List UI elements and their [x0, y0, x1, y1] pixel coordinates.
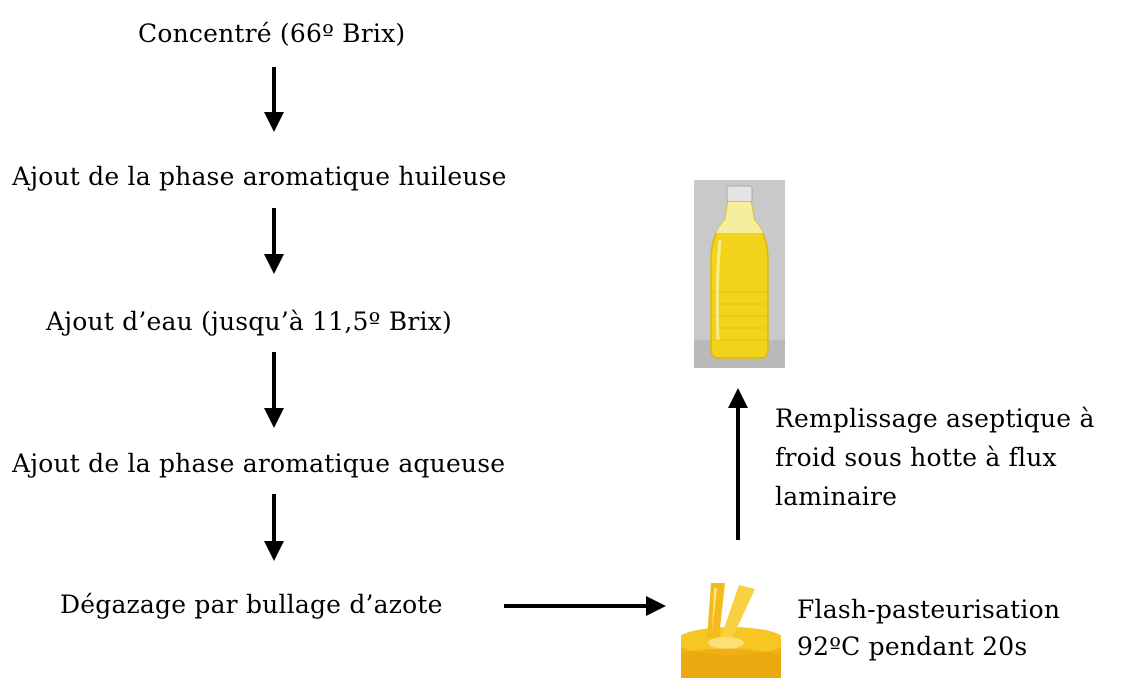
step-concentre: Concentré (66º Brix)	[138, 19, 406, 48]
juice-splash-photo	[681, 583, 781, 678]
juice-bottle-photo	[694, 180, 785, 368]
step-ajout-aqueuse: Ajout de la phase aromatique aqueuse	[12, 449, 506, 478]
step-pasteurisation-line1: Flash-pasteurisation	[797, 595, 1061, 624]
step-remplissage-line2: froid sous hotte à flux	[775, 443, 1057, 472]
step-remplissage-line3: laminaire	[775, 482, 898, 511]
step-pasteurisation-line2: 92ºC pendant 20s	[797, 632, 1028, 661]
step-ajout-eau: Ajout d’eau (jusqu’à 11,5º Brix)	[46, 307, 452, 336]
step-ajout-huileuse: Ajout de la phase aromatique huileuse	[12, 162, 507, 191]
step-remplissage-line1: Remplissage aseptique à	[775, 404, 1095, 433]
step-degazage: Dégazage par bullage d’azote	[60, 590, 443, 619]
